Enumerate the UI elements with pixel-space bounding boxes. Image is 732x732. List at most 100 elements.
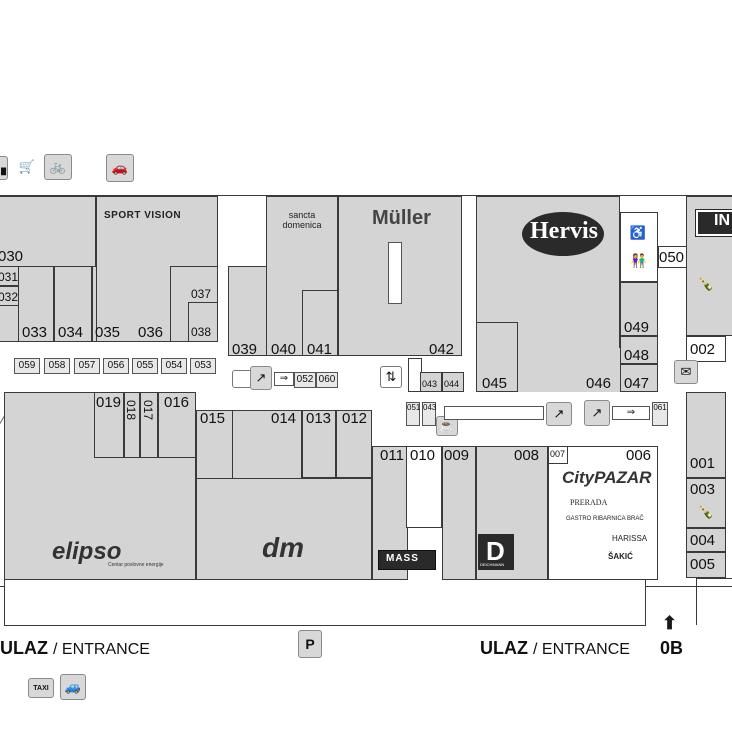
shop-unit-005[interactable] xyxy=(686,552,726,578)
unit-label-010: 010 xyxy=(410,447,436,464)
kiosk-060[interactable]: 060 xyxy=(316,372,338,388)
unit-label-042: 042 xyxy=(429,341,455,358)
unit-label-044: 044 xyxy=(444,379,460,389)
ob-arrow-icon: ⬆ xyxy=(662,613,678,633)
shop-unit-046[interactable] xyxy=(518,348,620,392)
elevator-icon: ⇅ xyxy=(380,366,402,388)
taxi-icon: TAXI xyxy=(28,678,54,698)
kiosk-054[interactable]: 054 xyxy=(161,358,187,374)
shop-unit-034[interactable] xyxy=(54,266,92,342)
accessible-restroom-icon: ♿ xyxy=(629,225,647,240)
shop-unit-016[interactable] xyxy=(158,392,196,458)
kiosk-053[interactable]: 053 xyxy=(190,358,216,374)
gastro-logo: GASTRO RIBARNICA BRAČ xyxy=(566,516,644,522)
right-wall xyxy=(696,578,732,625)
shop-unit-002[interactable] xyxy=(686,336,726,362)
dm-logo: dm xyxy=(262,532,304,563)
unit-label-014: 014 xyxy=(271,410,297,427)
unit-label-031: 031 xyxy=(0,270,19,284)
unit-label-043: 043 xyxy=(422,379,438,389)
unit-label-013: 013 xyxy=(306,410,332,427)
shop-unit-014-inner xyxy=(196,478,372,580)
drinks-icon-2: 🍾 xyxy=(697,504,715,519)
unit-label-007: 007 xyxy=(550,449,566,459)
unit-label-002: 002 xyxy=(690,341,716,358)
unit-label-011: 011 xyxy=(380,447,404,464)
bicycle-icon: 🚲 xyxy=(44,154,72,180)
shop-unit-045b[interactable] xyxy=(476,322,518,392)
unit-label-037: 037 xyxy=(191,287,212,301)
escalator-arrow-mid xyxy=(444,406,544,420)
hervis-logo: Hervis xyxy=(530,218,598,244)
shop-unit-010[interactable] xyxy=(406,446,442,528)
escalator-left-box xyxy=(232,370,252,388)
deichmann-logo: DEICHMANN xyxy=(480,562,505,567)
mass-logo-box xyxy=(378,550,436,570)
entrance-left: ULAZ / ENTRANCE xyxy=(0,638,150,659)
unit-label-036: 036 xyxy=(138,324,164,341)
unit-label-033: 033 xyxy=(22,324,48,341)
shop-unit-018[interactable] xyxy=(124,392,140,458)
shop-unit-033[interactable] xyxy=(18,266,54,342)
unit-label-045: 045 xyxy=(482,375,508,392)
unit-label-032: 032 xyxy=(0,290,19,304)
kiosk-055[interactable]: 055 xyxy=(132,358,158,374)
kiosk-061[interactable]: 061 xyxy=(652,402,668,426)
sport-vision-logo: SPORT VISION xyxy=(104,210,182,221)
shop-unit-013[interactable] xyxy=(302,410,336,478)
shop-unit-003[interactable] xyxy=(686,478,726,528)
unit-label-018: 018 xyxy=(124,400,138,421)
shop-unit-001[interactable] xyxy=(686,392,726,478)
unit-label-046: 046 xyxy=(586,375,612,392)
shop-unit-004[interactable] xyxy=(686,528,726,552)
unit-label-012: 012 xyxy=(342,410,368,427)
elipso-tagline: Centar poslovne energije xyxy=(108,562,164,568)
kiosk-059[interactable]: 059 xyxy=(14,358,40,374)
kiosk-052[interactable]: 052 xyxy=(294,372,316,388)
unit-label-004: 004 xyxy=(690,532,716,549)
escalator-icon-right: ↗ xyxy=(584,400,610,426)
shop-unit-043b[interactable] xyxy=(420,372,442,392)
deichmann-d: D xyxy=(486,536,505,566)
entrance-right-bold: ULAZ xyxy=(480,638,528,658)
kiosk-057[interactable]: 057 xyxy=(74,358,100,374)
cart-icon: 🛒 xyxy=(18,159,36,174)
kiosk-058[interactable]: 058 xyxy=(44,358,70,374)
shop-unit-048[interactable] xyxy=(620,336,658,364)
shop-unit-006[interactable] xyxy=(548,446,658,580)
shop-unit-039[interactable] xyxy=(228,266,268,356)
unit-label-034: 034 xyxy=(58,324,84,341)
shop-unit-009[interactable] xyxy=(442,446,476,580)
parking-letter: P xyxy=(305,636,315,652)
unit-label-049: 049 xyxy=(624,319,650,336)
unit-label-006: 006 xyxy=(626,447,652,464)
shop-unit-041[interactable] xyxy=(302,290,338,356)
shop-unit-019[interactable] xyxy=(94,392,124,458)
shop-unit-047[interactable] xyxy=(620,364,658,392)
kiosk-043[interactable]: 043 xyxy=(422,402,436,426)
unit-label-030: 030 xyxy=(0,248,24,265)
entrance-left-text: / ENTRANCE xyxy=(53,641,150,658)
shop-unit-038[interactable] xyxy=(188,302,218,342)
shop-unit-007-box[interactable] xyxy=(548,446,568,464)
shop-unit-044[interactable] xyxy=(442,372,464,392)
entrance-right: ULAZ / ENTRANCE xyxy=(480,638,630,659)
harissa-logo: HARISSA xyxy=(612,534,648,543)
escalator-muller xyxy=(388,242,402,304)
unit-label-039: 039 xyxy=(232,341,258,358)
unit-label-003: 003 xyxy=(690,481,716,498)
prerada-logo: PRERADA xyxy=(570,498,608,507)
shop-unit-049[interactable] xyxy=(620,282,658,336)
parking-icon: P xyxy=(298,630,322,658)
taxi-text: TAXI xyxy=(33,684,49,692)
shop-unit-012[interactable] xyxy=(336,410,372,478)
unit-label-050: 050 xyxy=(659,249,685,266)
unit-label-040: 040 xyxy=(271,341,297,358)
inter-logo-bar xyxy=(695,209,732,237)
kiosk-056[interactable]: 056 xyxy=(103,358,129,374)
car-icon: 🚗 xyxy=(106,154,134,182)
escalator-icon-left: ↗ xyxy=(250,366,272,390)
service-icon: ▗ xyxy=(0,156,8,180)
kiosk-051[interactable]: 051 xyxy=(406,402,420,426)
shop-unit-017[interactable] xyxy=(140,392,158,458)
